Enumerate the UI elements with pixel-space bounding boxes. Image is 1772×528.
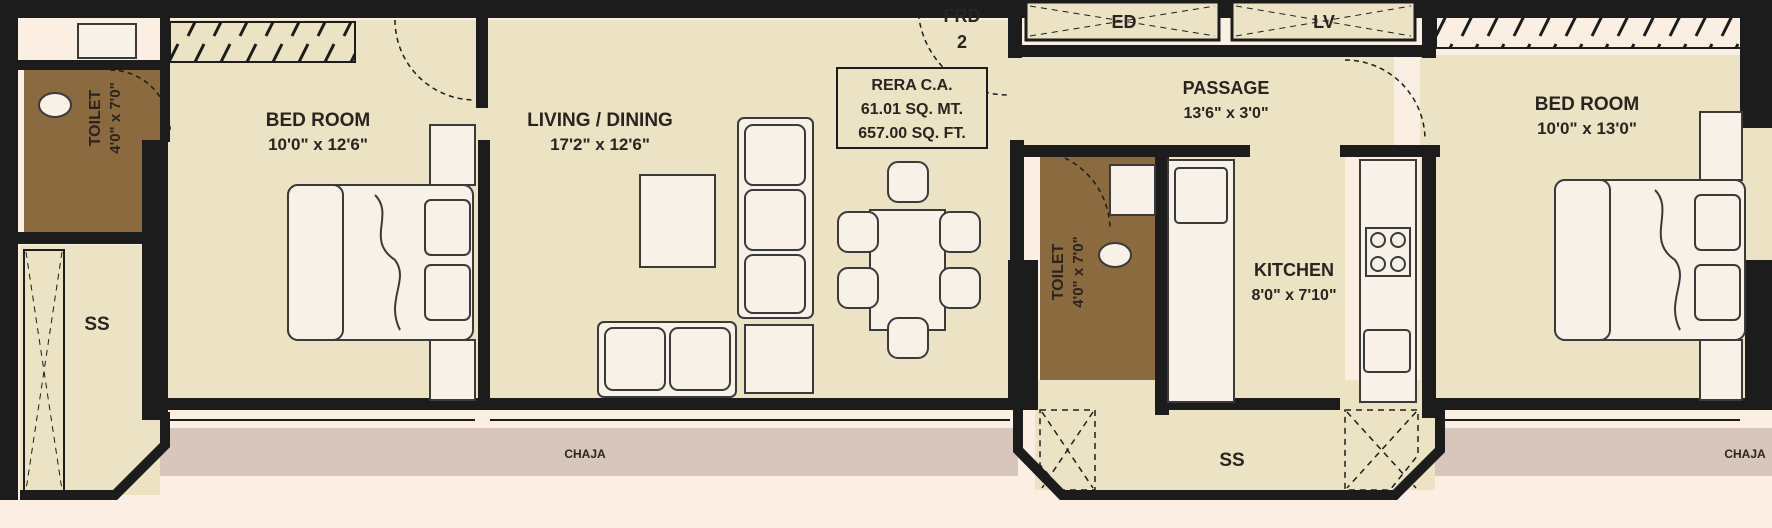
rera-sq-ft: 657.00 SQ. FT. (858, 125, 966, 142)
bedroom-1-size: 10'0" x 12'6" (268, 135, 368, 154)
frd-label: FRD (944, 6, 981, 26)
bedroom-2-name: BED ROOM (1535, 94, 1640, 115)
chaja-2-label: CHAJA (1724, 447, 1766, 461)
lv-label: LV (1313, 12, 1335, 32)
frd-number: 2 (957, 32, 967, 52)
chaja-strip-right (1422, 428, 1772, 476)
toilet-1-size: 4'0" x 7'0" (107, 82, 124, 153)
toilet-floors (24, 70, 1160, 380)
dining-table (837, 161, 981, 359)
ss-duct-left (23, 249, 65, 493)
ed-shaft (1024, 0, 1221, 42)
kitchen-counters (1167, 159, 1417, 403)
door-swings (109, 4, 1426, 231)
bay-walls (20, 408, 1445, 500)
toilet-2-name: TOILET (1050, 243, 1067, 300)
rera-title: RERA C.A. (871, 77, 952, 94)
bedroom-2-size: 10'0" x 13'0" (1537, 119, 1637, 138)
chaja-strip-left (140, 428, 1018, 476)
bed-left (287, 124, 476, 401)
toilet-1-name: TOILET (87, 89, 104, 146)
ss-1-label: SS (84, 314, 109, 335)
passage-name: PASSAGE (1183, 78, 1270, 98)
living-dining-name: LIVING / DINING (527, 110, 673, 131)
ed-label: ED (1111, 12, 1136, 32)
kitchen-size: 8'0" x 7'10" (1251, 287, 1336, 304)
bedroom-1-name: BED ROOM (266, 110, 371, 131)
living-dining-size: 17'2" x 12'6" (550, 135, 650, 154)
rera-box (836, 67, 988, 149)
kitchen-name: KITCHEN (1254, 260, 1334, 280)
lv-shaft (1230, 0, 1417, 42)
passage-size: 13'6" x 3'0" (1183, 105, 1268, 122)
toilet-2-size: 4'0" x 7'0" (1070, 236, 1087, 307)
sofa-set (597, 117, 814, 398)
chaja-1-label: CHAJA (564, 447, 606, 461)
window-hatch (169, 9, 1743, 63)
wc-fixtures (38, 23, 1156, 268)
rera-sq-mt: 61.01 SQ. MT. (861, 101, 963, 118)
ss-2-label: SS (1219, 450, 1244, 471)
ss-duct-right (1039, 409, 1419, 491)
bed-right (1554, 111, 1746, 401)
